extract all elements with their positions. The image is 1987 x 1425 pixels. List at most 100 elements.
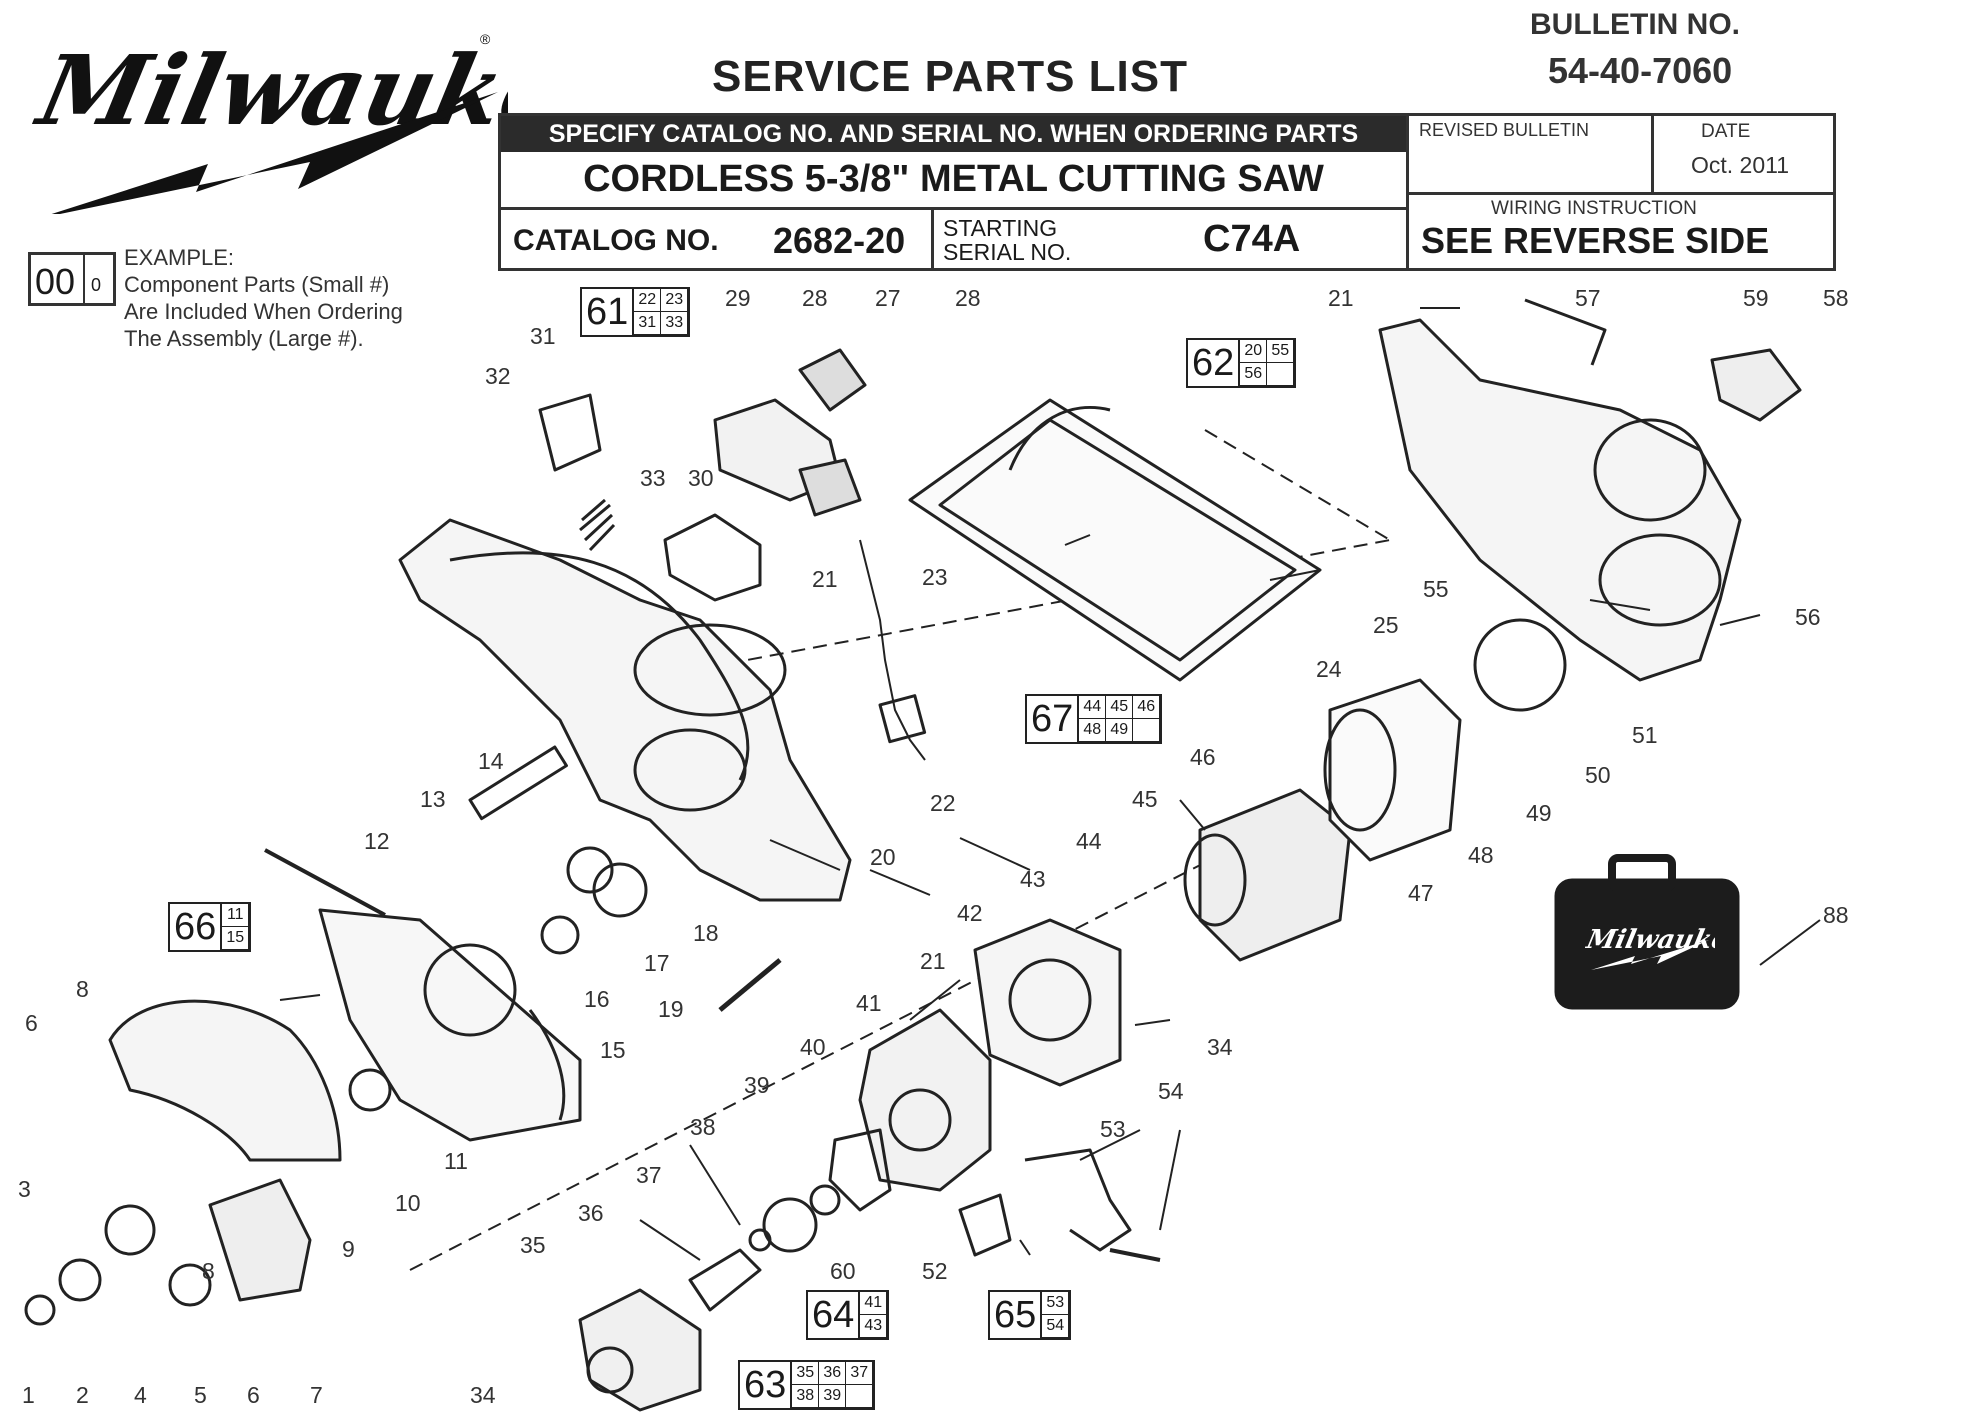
example-box: 00 0: [28, 252, 116, 306]
callout: 56: [1795, 604, 1821, 630]
callout: 39: [744, 1072, 770, 1098]
svg-text:®: ®: [480, 31, 491, 47]
bulletin-label: BULLETIN NO.: [1530, 8, 1740, 41]
callout: 30: [688, 465, 714, 491]
divider: [1651, 116, 1654, 192]
callout: 38: [690, 1114, 716, 1140]
callout: 44: [1076, 828, 1102, 854]
catalog-number: 2682-20: [773, 220, 906, 261]
callout: 47: [1408, 880, 1434, 906]
header-table: SPECIFY CATALOG NO. AND SERIAL NO. WHEN …: [498, 113, 1836, 271]
callout: 22: [930, 790, 956, 816]
wiring-label: WIRING INSTRUCTION: [1491, 198, 1697, 219]
callout: 13: [420, 786, 446, 812]
callout: 40: [800, 1034, 826, 1060]
callout: 32: [485, 363, 511, 389]
specify-banner: SPECIFY CATALOG NO. AND SERIAL NO. WHEN …: [501, 116, 1406, 152]
lightning-bolt-icon: [51, 92, 498, 214]
callout: 51: [1632, 722, 1658, 748]
callout: 10: [395, 1190, 421, 1216]
callout: 8: [76, 976, 89, 1002]
serial-number: C74A: [1203, 218, 1301, 260]
callout: 33: [640, 465, 666, 491]
callout: 50: [1585, 762, 1611, 788]
callout: 34: [1207, 1034, 1233, 1060]
example-text: EXAMPLE: Component Parts (Small #) Are I…: [124, 245, 403, 351]
callout: 25: [1373, 612, 1399, 638]
callout: 41: [856, 990, 882, 1016]
callout: 53: [1100, 1116, 1126, 1142]
callout: 1: [22, 1382, 35, 1408]
callout: 54: [1158, 1078, 1184, 1104]
callout: 27: [875, 285, 901, 311]
page-title: SERVICE PARTS LIST: [712, 52, 1189, 101]
callout: 88: [1823, 902, 1849, 928]
callout: 35: [520, 1232, 546, 1258]
callout: 60: [830, 1258, 856, 1284]
bulletin-number: 54-40-7060: [1548, 50, 1733, 91]
callout: 6: [25, 1010, 38, 1036]
callout: 12: [364, 828, 390, 854]
callout: 19: [658, 996, 684, 1022]
callout: 21: [812, 566, 838, 592]
callout: 28: [955, 285, 981, 311]
handle-housing: [398, 518, 852, 902]
motor-housing: [1378, 318, 1742, 682]
callout: 58: [1823, 285, 1849, 311]
callout: 42: [957, 900, 983, 926]
callout: 24: [1316, 656, 1342, 682]
callout: 29: [725, 285, 751, 311]
callout: 59: [1743, 285, 1769, 311]
callout: 16: [584, 986, 610, 1012]
callout: 23: [922, 564, 948, 590]
starting-serial-label: STARTING SERIAL NO.: [943, 215, 1072, 265]
logo-wordmark: Milwaukee: [28, 34, 508, 147]
callout: 17: [644, 950, 670, 976]
callout: 57: [1575, 285, 1601, 311]
carrying-case-logo: Milwaukee: [1585, 924, 1715, 970]
callout: 14: [478, 748, 504, 774]
gear-case: [858, 1008, 992, 1192]
catalog-label: CATALOG NO.: [513, 224, 719, 257]
callout: 28: [802, 285, 828, 311]
callout: 37: [636, 1162, 662, 1188]
callout: 20: [870, 844, 896, 870]
callout: 4: [134, 1382, 147, 1408]
svg-text:Milwaukee: Milwaukee: [1585, 924, 1715, 955]
callout: 34: [470, 1382, 496, 1408]
blade-guard: [108, 999, 342, 1162]
callout: 49: [1526, 800, 1552, 826]
callout: 9: [342, 1236, 355, 1262]
callout: 43: [1020, 866, 1046, 892]
base-plate: [908, 398, 1322, 682]
callout: 18: [693, 920, 719, 946]
callout: 15: [600, 1037, 626, 1063]
callout: 21: [920, 948, 946, 974]
lower-guard: [318, 908, 582, 1142]
callout: 2: [76, 1382, 89, 1408]
callout: 7: [310, 1382, 323, 1408]
callout: 6: [247, 1382, 260, 1408]
lightning-bolt-icon: [1591, 940, 1709, 970]
callout: 11: [444, 1148, 468, 1174]
date-label: DATE: [1701, 121, 1751, 142]
callout: 5: [194, 1382, 207, 1408]
divider: [931, 210, 934, 271]
callout: 8: [202, 1258, 215, 1284]
wiring-value: SEE REVERSE SIDE: [1421, 220, 1770, 261]
product-name: CORDLESS 5-3/8" METAL CUTTING SAW: [501, 152, 1406, 210]
divider: [1406, 192, 1836, 195]
callout: 46: [1190, 744, 1216, 770]
callout: 52: [922, 1258, 948, 1284]
callout: 45: [1132, 786, 1158, 812]
callout: 36: [578, 1200, 604, 1226]
callout: 55: [1423, 576, 1449, 602]
